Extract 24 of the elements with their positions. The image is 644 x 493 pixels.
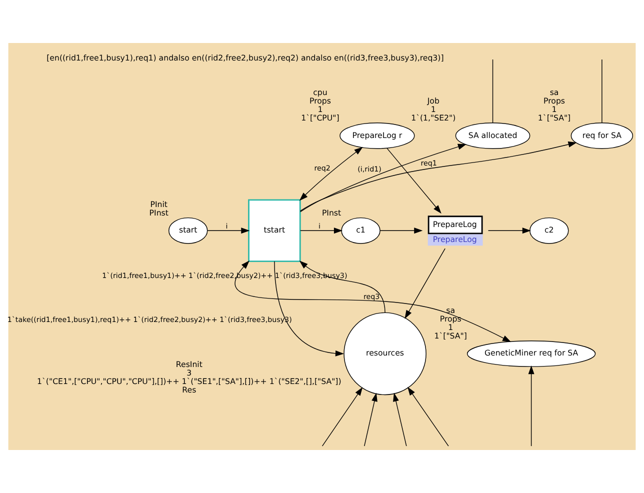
connector xyxy=(492,59,494,124)
arrow xyxy=(207,228,250,234)
arrow xyxy=(404,248,446,319)
arrow xyxy=(300,228,343,234)
arrow xyxy=(300,142,577,212)
arrow xyxy=(488,228,531,234)
arrow xyxy=(386,148,442,214)
arrow xyxy=(408,386,449,446)
arrow xyxy=(274,260,344,356)
arrow xyxy=(299,260,386,314)
edge-label: i xyxy=(226,222,228,231)
edge-label: req2 xyxy=(314,164,330,173)
arrow xyxy=(364,392,378,446)
arrow xyxy=(393,392,407,446)
edge-label: (i,rid1) xyxy=(358,164,382,174)
arrow xyxy=(299,146,363,201)
arrow xyxy=(528,366,534,446)
edge-label: req3 xyxy=(364,292,380,301)
arrow xyxy=(300,144,467,212)
arrow xyxy=(380,228,423,234)
arrow xyxy=(236,260,512,342)
edge-label: req1 xyxy=(420,158,437,168)
edge-label: i xyxy=(318,222,320,231)
arrow xyxy=(322,387,363,446)
